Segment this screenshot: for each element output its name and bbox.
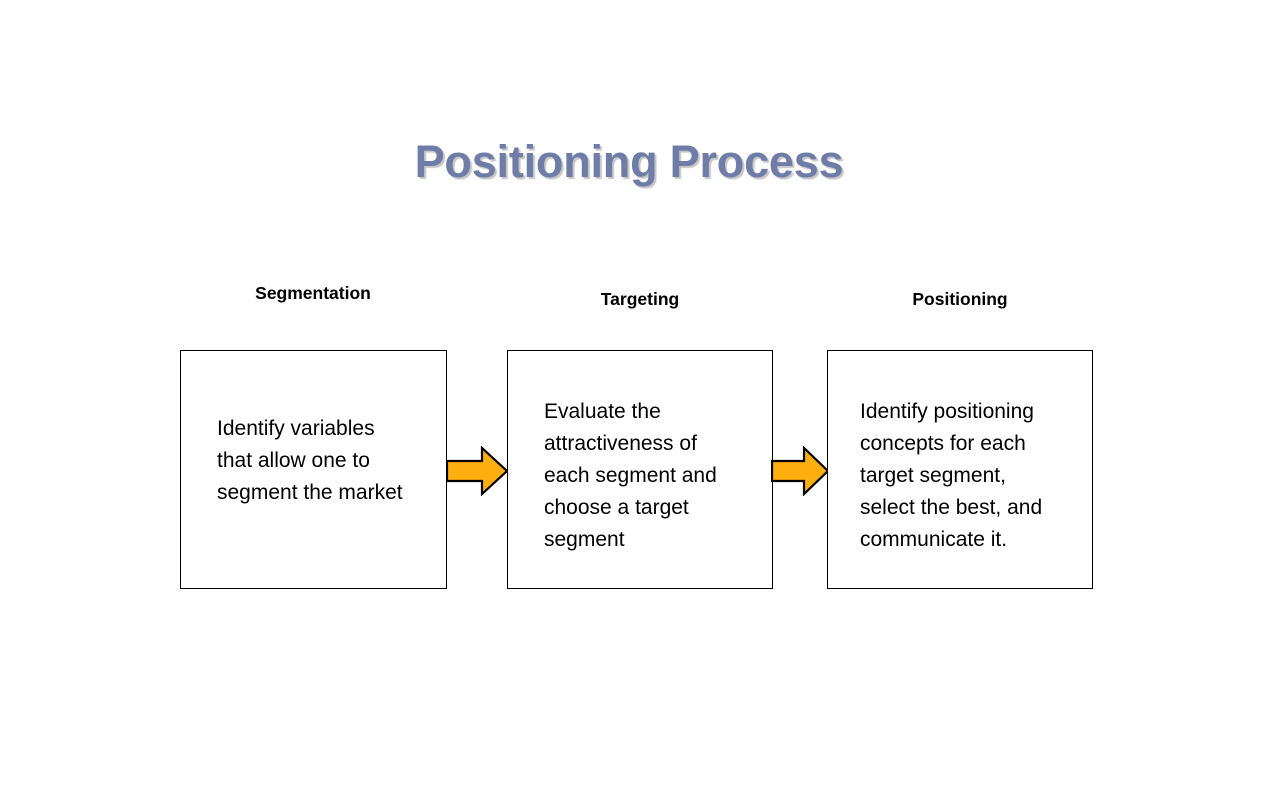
stage-label-segmentation: Segmentation bbox=[255, 283, 371, 303]
page-title: Positioning Process bbox=[414, 136, 844, 187]
stage-text-segmentation: Identify variables that allow one to seg… bbox=[217, 417, 403, 504]
stage-box-targeting: Evaluate the attractiveness of each segm… bbox=[507, 350, 773, 589]
arrow-segmentation-to-targeting bbox=[445, 445, 509, 501]
arrow-targeting-to-positioning bbox=[770, 445, 830, 501]
stage-box-segmentation: Identify variables that allow one to seg… bbox=[180, 350, 447, 589]
stage-text-positioning: Identify positioning concepts for each t… bbox=[860, 400, 1043, 551]
stage-label-positioning: Positioning bbox=[912, 289, 1008, 309]
stage-box-positioning: Identify positioning concepts for each t… bbox=[827, 350, 1093, 589]
stage-text-targeting: Evaluate the attractiveness of each segm… bbox=[544, 400, 717, 551]
stage-label-targeting: Targeting bbox=[600, 289, 680, 309]
